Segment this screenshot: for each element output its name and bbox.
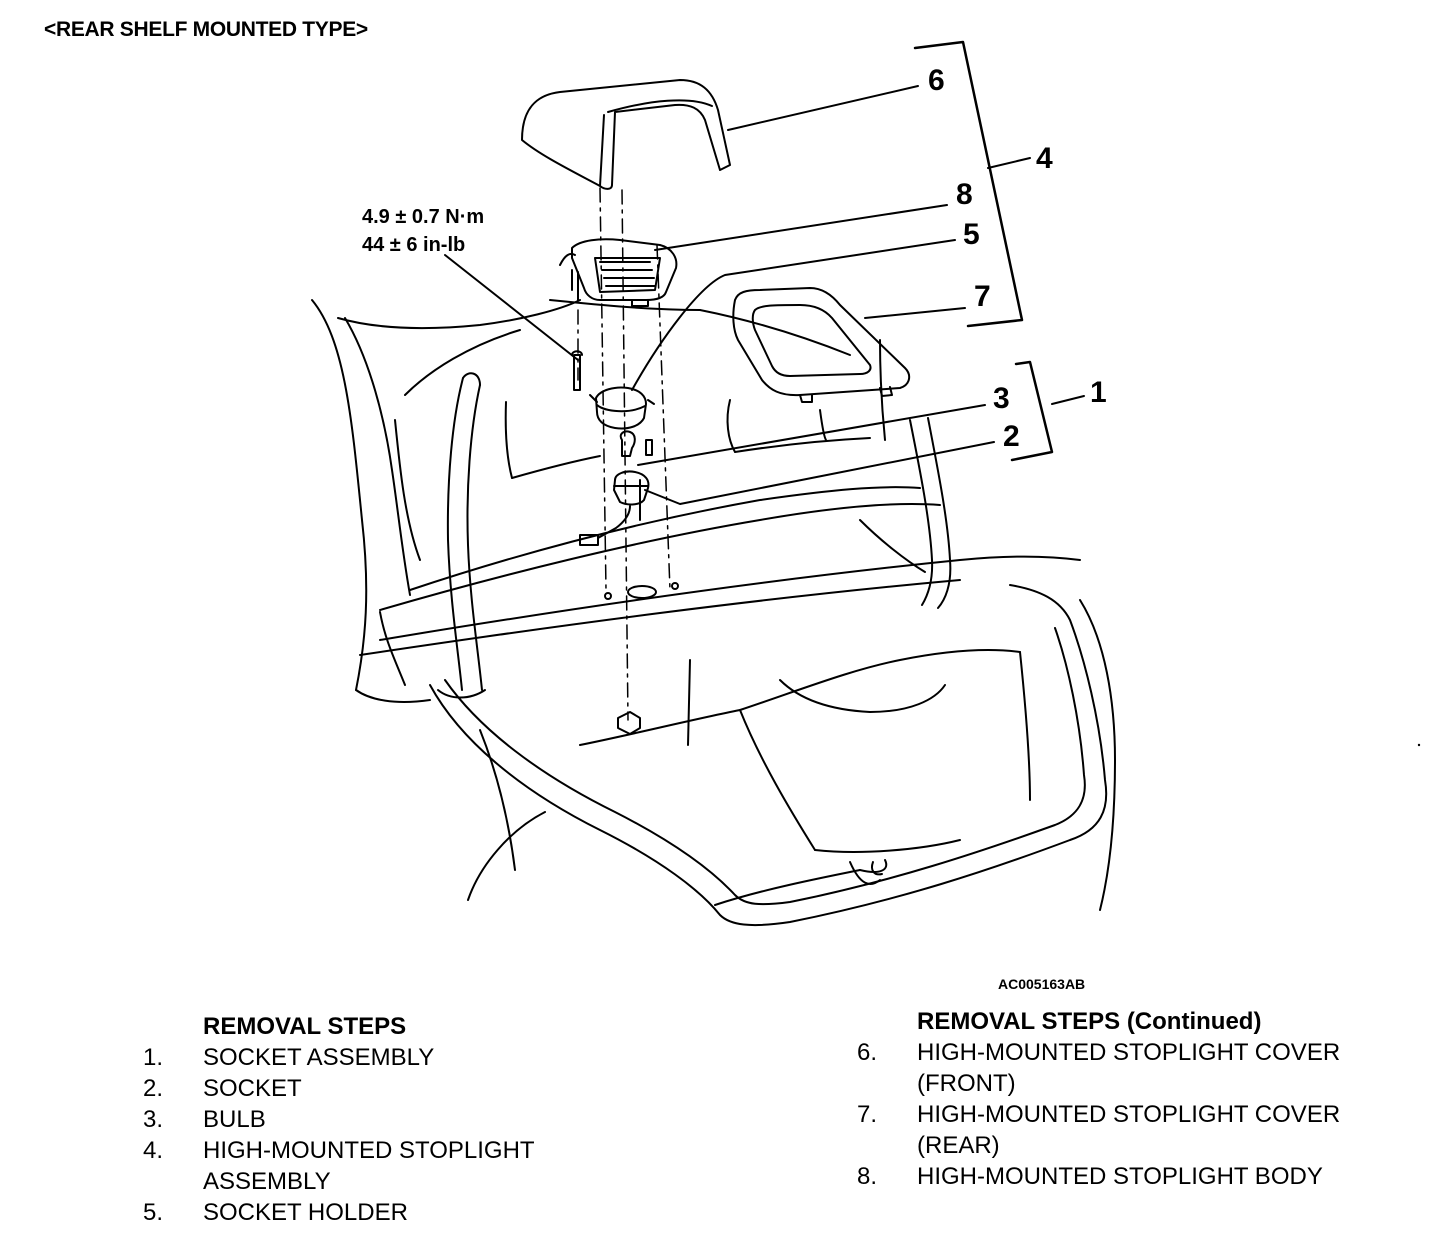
bracket-4 [913,40,1024,328]
step-text: SOCKET HOLDER [203,1199,408,1226]
list-item: 5. SOCKET HOLDER [143,1197,535,1228]
socket-screw [645,439,653,456]
step-text: SOCKET ASSEMBLY [203,1044,435,1071]
right-trim-strip [909,417,952,609]
callout-8: 8 [956,178,973,211]
fender-outline [467,599,1116,911]
group-brackets [913,40,1054,462]
torque-spec: 4.9 ± 0.7 N·m 44 ± 6 in-lb [362,203,484,259]
callout-1: 1 [1090,376,1107,409]
step-text: SOCKET [203,1075,302,1102]
bracket-1 [1010,360,1054,462]
speck [1417,743,1421,747]
step-number: 2. [143,1075,164,1102]
step-number: 6. [857,1039,878,1066]
callout-5: 5 [963,218,980,251]
removal-steps-heading: REMOVAL STEPS [203,1013,407,1040]
nut [617,711,641,735]
removal-steps-left: REMOVAL STEPS 1. SOCKET ASSEMBLY 2. SOCK… [143,1011,535,1228]
step-text: HIGH-MOUNTED STOPLIGHT COVER (FRONT) [917,1039,1341,1097]
list-item: 7. HIGH-MOUNTED STOPLIGHT COVER (REAR) [857,1099,1340,1161]
removal-steps-right: REMOVAL STEPS (Continued) 6. HIGH-MOUNTE… [857,1006,1340,1192]
list-item: 3. BULB [143,1104,535,1135]
step-text: BULB [203,1106,266,1133]
part-3-bulb [619,430,636,457]
callout-2: 2 [1003,420,1020,453]
step-number: 7. [857,1101,878,1128]
step-text: HIGH-MOUNTED STOPLIGHT COVER (REAR) [917,1101,1341,1159]
list-item: 2. SOCKET [143,1073,535,1104]
list-item: 8. HIGH-MOUNTED STOPLIGHT BODY [857,1161,1340,1192]
callout-4: 4 [1036,142,1053,175]
torque-metric: 4.9 ± 0.7 N·m [362,206,485,228]
leader-8 [654,204,948,251]
part-2-socket [579,470,650,546]
step-number: 4. [143,1137,164,1164]
assembly-centerlines [577,187,671,721]
leader-1 [1051,395,1085,405]
leader-7 [864,307,966,319]
step-number: 8. [857,1163,878,1190]
trunk-opening [355,584,1108,927]
list-item: 1. SOCKET ASSEMBLY [143,1042,535,1073]
diagram-title: <REAR SHELF MOUNTED TYPE> [44,18,368,41]
leader-torque [444,254,579,361]
car-body-outline [311,299,1081,691]
leader-2 [644,441,995,505]
list-item: 4. HIGH-MOUNTED STOPLIGHT ASSEMBLY [143,1135,535,1197]
leader-5 [631,239,956,391]
part-7-rear-cover [732,287,911,403]
leader-3 [637,404,986,466]
part-5-socket-holder [589,386,655,430]
step-text: HIGH-MOUNTED STOPLIGHT BODY [917,1163,1323,1190]
step-text: HIGH-MOUNTED STOPLIGHT ASSEMBLY [203,1137,535,1195]
leader-4 [987,157,1031,169]
leader-6 [727,85,919,131]
part-8-stoplight-body [559,238,678,307]
list-item: 6. HIGH-MOUNTED STOPLIGHT COVER (FRONT) [857,1037,1340,1099]
step-number: 5. [143,1199,164,1226]
leader-lines [444,85,1085,505]
step-number: 1. [143,1044,164,1071]
torque-imperial: 44 ± 6 in-lb [362,234,466,256]
removal-steps-continued-heading: REMOVAL STEPS (Continued) [917,1008,1262,1035]
callout-7: 7 [974,280,991,313]
callout-numbers: 6 4 8 5 7 1 3 2 [928,64,1107,453]
part-6-front-cover [521,79,731,190]
step-number: 3. [143,1106,164,1133]
callout-3: 3 [993,382,1010,415]
mounting-screw [571,350,583,391]
callout-6: 6 [928,64,945,97]
figure-code: AC005163AB [998,976,1086,992]
shelf-holes [604,582,679,600]
left-trim-strip [437,372,486,699]
